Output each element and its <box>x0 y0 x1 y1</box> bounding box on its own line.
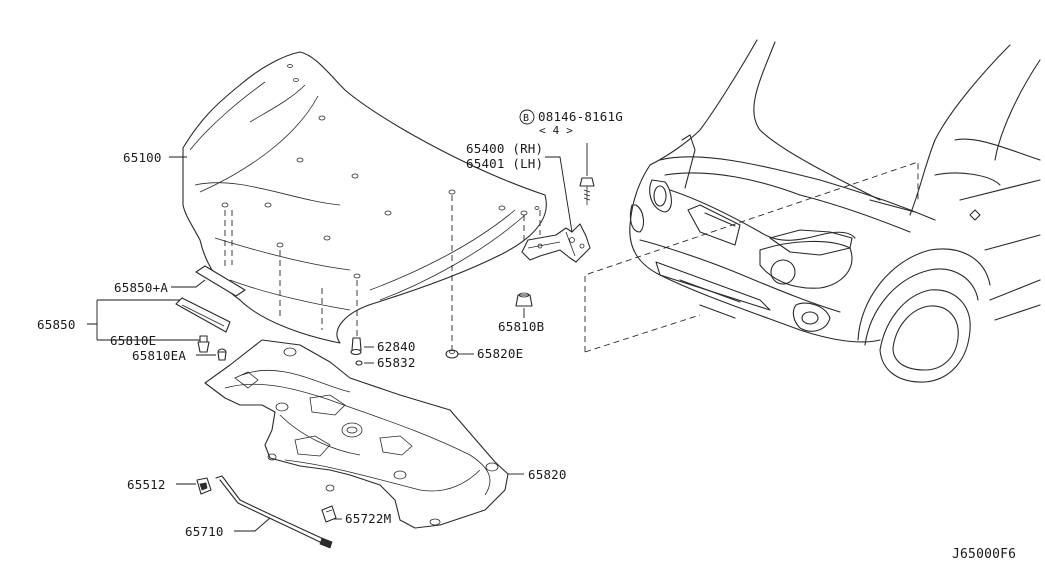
label-65400: 65400 (RH) <box>466 141 543 156</box>
nut-65810b <box>515 292 533 307</box>
hood-hinge <box>521 223 591 263</box>
label-65810e: 65810E <box>110 333 156 348</box>
stopper-65820e <box>445 349 459 359</box>
label-62840: 62840 <box>377 339 416 354</box>
label-65820e: 65820E <box>477 346 523 361</box>
label-65100: 65100 <box>123 150 162 165</box>
seal-strip <box>195 265 246 297</box>
label-65722m: 65722M <box>345 511 391 526</box>
part-labels: 65100 65850+A 65850 65810E 65810EA 62840… <box>37 109 1016 562</box>
hood-panel <box>182 51 547 344</box>
clip-65722m <box>321 505 337 523</box>
label-65512: 65512 <box>127 477 166 492</box>
bolt-08146 <box>579 177 595 205</box>
label-65401: 65401 (LH) <box>466 156 543 171</box>
bolt-spec-circle <box>519 109 535 125</box>
diagram-id: J65000F6 <box>952 547 1016 562</box>
hood-bumper <box>350 337 363 366</box>
label-08146-qty: < 4 > <box>539 124 573 137</box>
label-65710: 65710 <box>185 524 224 539</box>
hood-insulator <box>204 339 509 529</box>
label-65850: 65850 <box>37 317 76 332</box>
hood-rod <box>215 475 333 549</box>
label-08146-prefix: B <box>523 113 529 124</box>
label-65810ea: 65810EA <box>132 348 186 363</box>
label-65820: 65820 <box>528 467 567 482</box>
label-65832: 65832 <box>377 355 416 370</box>
clip-65512 <box>196 477 212 495</box>
vehicle-illustration <box>629 39 1041 383</box>
label-65850-a: 65850+A <box>114 280 168 295</box>
assembly-lines <box>224 161 919 353</box>
label-65810b: 65810B <box>498 319 544 334</box>
leader-lines <box>87 143 588 532</box>
label-08146: 08146-8161G <box>538 109 623 124</box>
